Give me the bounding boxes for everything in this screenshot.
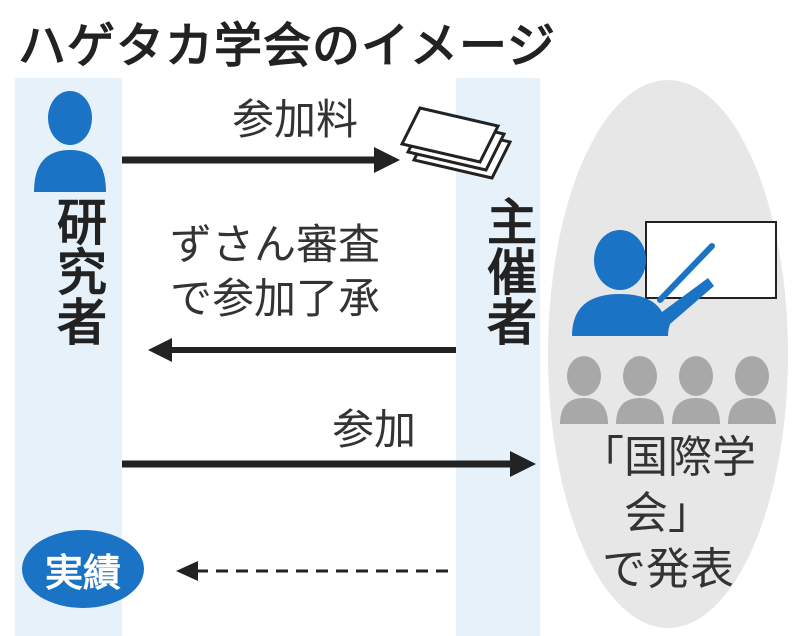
fee-arrow <box>122 147 400 173</box>
audience-person-icon <box>616 356 664 424</box>
money-bills-icon <box>399 106 513 180</box>
review-label: ずさん審査 で参加了承 <box>170 218 380 326</box>
audience-icons <box>560 356 776 424</box>
conference-label-line1: 「国際学会」 <box>580 432 756 539</box>
page-title: ハゲタカ学会のイメージ <box>18 18 557 74</box>
participation-label: 参加 <box>332 405 417 454</box>
conference-label: 「国際学会」 で発表 <box>548 430 788 598</box>
achievement-badge: 実績 <box>22 530 144 608</box>
audience-person-icon <box>560 356 608 424</box>
review-arrow <box>148 338 456 362</box>
conference-area <box>548 80 788 628</box>
conference-label-line2: で発表 <box>602 544 734 595</box>
review-label-line1: ずさん審査 <box>170 220 381 269</box>
researcher-label: 研究者 <box>49 196 107 346</box>
participation-arrow <box>122 451 536 477</box>
achievement-dashed-arrow <box>176 561 456 581</box>
audience-person-icon <box>728 356 776 424</box>
review-label-line2: で参加了承 <box>170 274 381 323</box>
researcher-person-icon <box>34 91 106 192</box>
audience-person-icon <box>672 356 720 424</box>
fee-label: 参加料 <box>232 95 359 144</box>
organizer-label: 主催者 <box>479 196 537 346</box>
presenter-person-icon <box>572 230 715 336</box>
